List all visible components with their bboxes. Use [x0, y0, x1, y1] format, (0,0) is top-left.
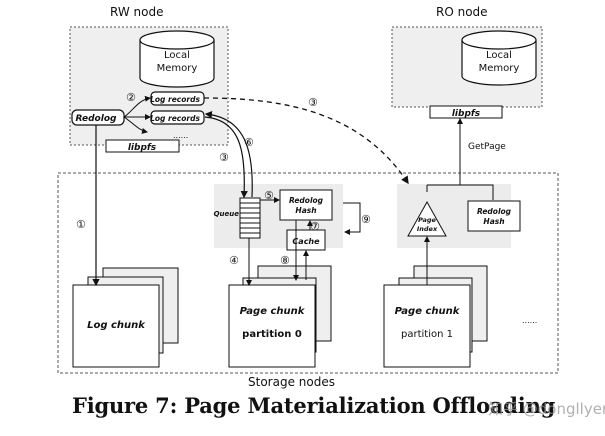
- ro-local-memory: Local Memory: [461, 30, 537, 86]
- watermark: 知乎 @dongllyer: [488, 400, 605, 418]
- log-records-1-label: Log records: [150, 95, 200, 104]
- rw-local-memory: Local Memory: [139, 30, 215, 88]
- step-9-loop: [343, 202, 361, 235]
- cache-box: Cache: [286, 229, 326, 251]
- page-chunk-p0-stack: Page chunk partition 0: [228, 265, 332, 368]
- storage-ellipsis: ......: [522, 316, 537, 325]
- ro-memory-label-1: Local: [486, 50, 512, 61]
- log-chunk-stack: Log chunk: [72, 267, 179, 368]
- redolog-label: Redolog: [76, 114, 117, 124]
- figure-caption: Figure 7: Page Materialization Offloadin…: [72, 393, 556, 418]
- redolog-hash-p1-label-2: Hash: [483, 217, 504, 226]
- step-3-marker-ro: ③: [308, 96, 318, 109]
- page-chunk-0-label: Page chunk: [240, 306, 306, 317]
- page-chunk-p1-stack: Page chunk partition 1: [383, 265, 488, 368]
- page-index-label-2: Index: [417, 225, 438, 233]
- step-5-marker: ⑤: [264, 189, 274, 202]
- rw-libpfs-label: libpfs: [128, 143, 157, 153]
- redolog-hash-p0-label-2: Hash: [295, 206, 316, 215]
- log-records-2-label: Log records: [150, 114, 200, 123]
- partition-1-label: partition 1: [401, 329, 453, 340]
- page-index-label-1: Page: [418, 216, 436, 224]
- step-1-marker: ①: [76, 218, 86, 231]
- getpage-label: GetPage: [468, 142, 506, 152]
- redolog-hash-p0: Redolog Hash: [279, 189, 333, 221]
- arrow-step-3-queue: [204, 116, 248, 199]
- storage-nodes-box: [57, 172, 559, 374]
- step-3-marker-queue: ③: [219, 151, 229, 164]
- arrow-step-3-ro: [203, 97, 409, 185]
- rw-memory-label-1: Local: [164, 50, 190, 61]
- log-chunk-label: Log chunk: [87, 320, 146, 331]
- step-4-marker: ④: [229, 254, 239, 267]
- step-6-marker: ⑥: [244, 136, 254, 149]
- ro-libpfs-label: libpfs: [452, 109, 481, 119]
- storage-nodes-title: Storage nodes: [248, 375, 335, 389]
- rw-memory-label-2: Memory: [157, 63, 198, 74]
- rw-ellipsis: ......: [173, 131, 188, 140]
- redolog-hash-p1: Redolog Hash: [467, 200, 521, 232]
- step-8-marker: ⑧: [280, 254, 290, 267]
- log-records-1: Log records: [150, 91, 205, 106]
- ro-libpfs: libpfs: [429, 105, 503, 119]
- ro-node: RO node Local Memory libpfs GetPage: [391, 5, 543, 152]
- rw-libpfs: libpfs: [105, 139, 180, 153]
- redolog-hash-p1-label-1: Redolog: [477, 207, 512, 216]
- step-9-marker: ⑨: [361, 213, 371, 226]
- redolog-hash-p0-label-1: Redolog: [289, 196, 324, 205]
- step-7-marker: ⑦: [310, 220, 320, 233]
- step-2-marker: ②: [126, 91, 136, 104]
- rw-node-title: RW node: [110, 5, 163, 19]
- redolog-box: Redolog: [71, 109, 125, 126]
- page-chunk-1-label: Page chunk: [395, 306, 461, 317]
- queue-label: Queue: [214, 210, 240, 218]
- log-records-2: Log records: [150, 110, 205, 125]
- cache-label: Cache: [292, 237, 320, 246]
- ro-node-title: RO node: [436, 5, 488, 19]
- arrow-step-6: [204, 111, 253, 198]
- queue: Queue: [214, 197, 261, 239]
- rw-node: RW node Local Memory Redolog Log records…: [69, 5, 229, 153]
- ro-memory-label-2: Memory: [479, 63, 520, 74]
- partition-0-label: partition 0: [242, 329, 302, 340]
